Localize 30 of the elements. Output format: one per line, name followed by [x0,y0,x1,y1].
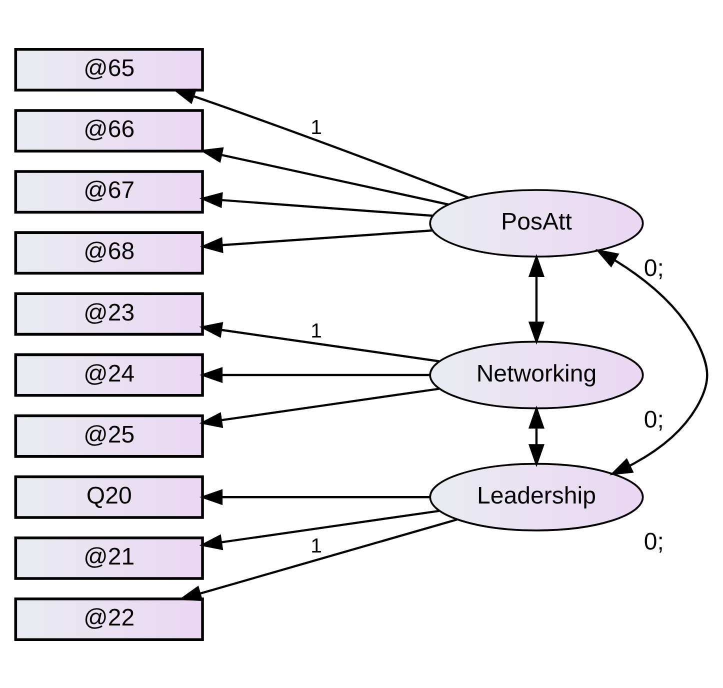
arrow [199,509,440,550]
node-label: 0; [644,254,664,282]
node-ellipse: PosAtt [429,188,644,258]
arrow [595,248,708,475]
node-label: 0; [644,528,664,556]
node-label: 0; [644,406,664,434]
node-box: @66 [14,108,204,152]
node-box: @68 [14,230,204,274]
arrow [528,405,545,467]
edge-label: 1 [310,116,322,139]
arrow [199,322,440,362]
arrow [200,488,430,505]
node-box: @25 [14,414,204,458]
node-box: @21 [14,536,204,580]
arrow [528,254,545,344]
node-box: @65 [14,48,204,91]
node-box: @24 [14,352,204,396]
arrow [199,192,433,216]
arrow [200,366,430,383]
node-box: @67 [14,170,204,214]
node-box: Q20 [14,474,204,518]
arrow [199,387,440,428]
edge-label: 1 [310,320,322,342]
arrow [178,518,458,601]
edge-label: 1 [310,534,322,557]
node-ellipse: Networking [429,340,644,409]
node-box: @22 [14,597,204,640]
arrow [200,228,432,253]
node-box: @23 [14,292,204,336]
node-ellipse: Leadership [429,462,644,531]
